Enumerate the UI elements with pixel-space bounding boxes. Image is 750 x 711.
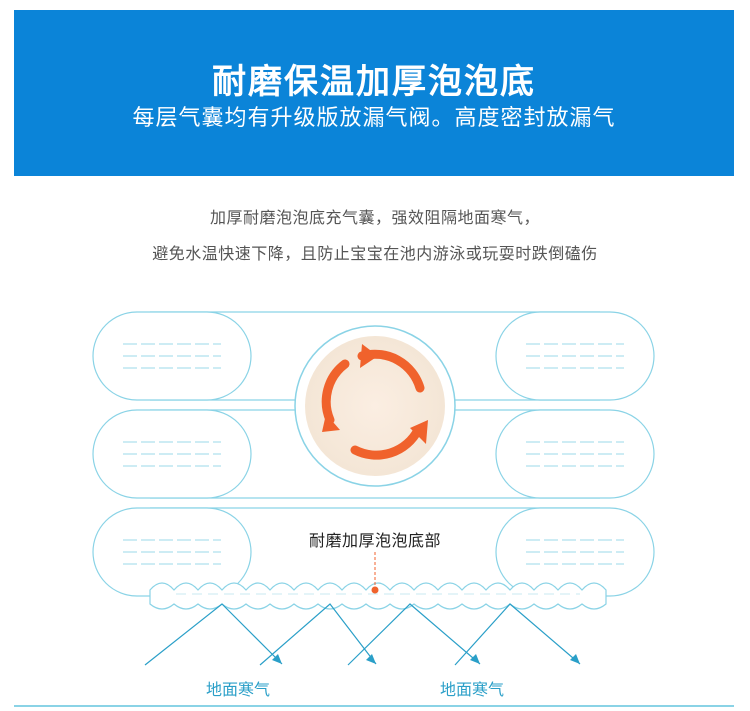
cold-air-arrowheads bbox=[272, 654, 580, 664]
callout-dot bbox=[371, 586, 379, 594]
bottom-divider bbox=[14, 705, 734, 707]
chamber-texture bbox=[123, 343, 624, 565]
cold-air-label-left: 地面寒气 bbox=[206, 680, 271, 699]
pool-layer-diagram bbox=[92, 311, 655, 666]
bubble-base bbox=[149, 582, 607, 610]
bubble-base-label: 耐磨加厚泡泡底部 bbox=[308, 531, 441, 550]
cold-air-arrows bbox=[144, 603, 581, 666]
cold-air-label-right: 地面寒气 bbox=[440, 680, 505, 699]
banner-title: 耐磨保温加厚泡泡底 bbox=[212, 62, 536, 102]
header-banner: 耐磨保温加厚泡泡底 每层气囊均有升级版放漏气阀。高度密封放漏气 bbox=[14, 10, 734, 176]
description-line-1: 加厚耐磨泡泡底充气囊，强效阻隔地面寒气， bbox=[209, 208, 540, 227]
description-line-2: 避免水温快速下降，且防止宝宝在池内游泳或玩耍时跌倒磕伤 bbox=[152, 244, 598, 263]
cycle-arrowheads bbox=[322, 344, 428, 444]
banner-subtitle: 每层气囊均有升级版放漏气阀。高度密封放漏气 bbox=[132, 106, 616, 131]
